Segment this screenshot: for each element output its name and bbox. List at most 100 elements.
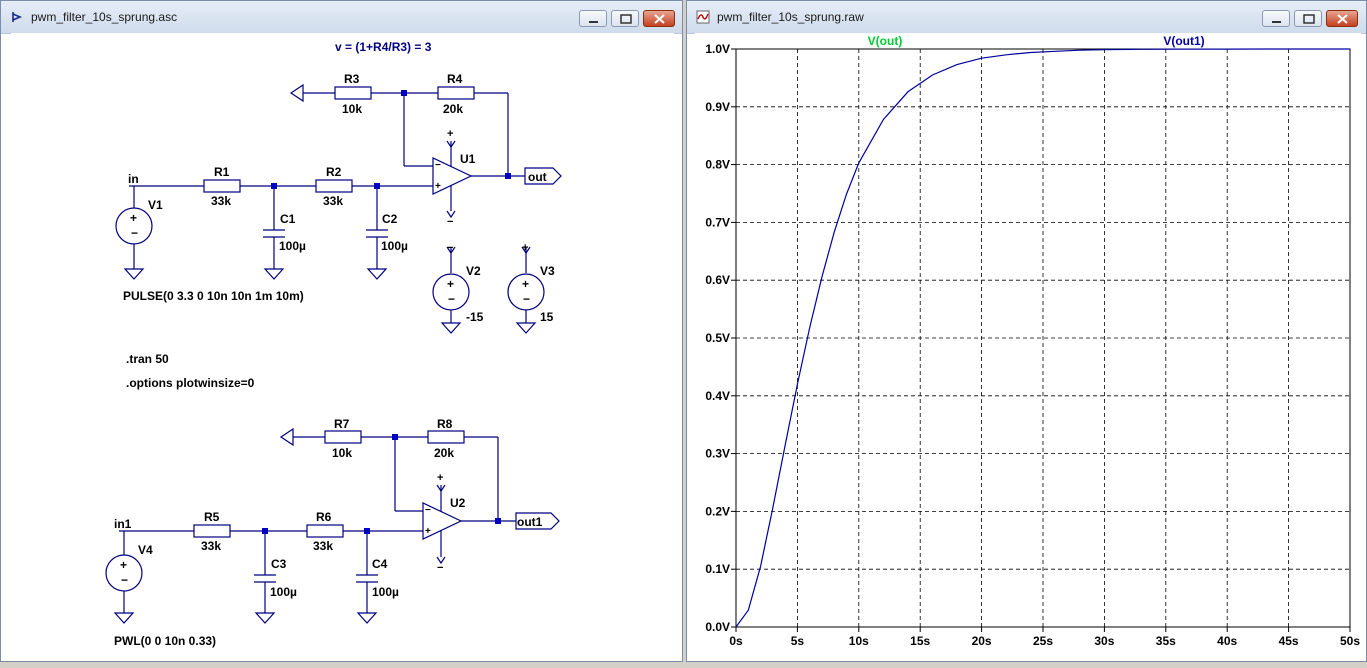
close-button[interactable]: [643, 10, 675, 27]
restore-icon: [1303, 14, 1315, 24]
trace-v-out1-[interactable]: [735, 48, 1350, 628]
svg-text:+: +: [437, 472, 443, 484]
legend-v-out-[interactable]: V(out): [868, 34, 903, 48]
minimize-button[interactable]: [1262, 10, 1290, 27]
svg-text:−: −: [131, 226, 138, 240]
restore-icon: [620, 14, 632, 24]
out-label[interactable]: out: [528, 170, 547, 184]
x-tick-label: 35s: [1156, 634, 1176, 648]
waveform-title: pwm_filter_10s_sprung.raw: [717, 10, 864, 24]
c2-label: C2: [382, 212, 398, 226]
r7-label: R7: [334, 417, 350, 431]
restore-button[interactable]: [611, 10, 639, 27]
u1-label: U1: [460, 152, 476, 166]
r4-label: R4: [447, 72, 463, 86]
in-label: in: [128, 172, 139, 186]
schematic-drawing[interactable]: +− +− +− +− −+ −+ +− +− −+ v = (1+R4/R3)…: [11, 33, 676, 663]
y-tick-label: 0.5V: [705, 331, 730, 345]
plot-legend[interactable]: V(out) V(out1): [868, 34, 1205, 48]
close-button[interactable]: [1326, 10, 1358, 27]
r7-value: 10k: [332, 446, 352, 460]
restore-button[interactable]: [1294, 10, 1322, 27]
svg-text:+: +: [120, 558, 127, 572]
plot-grid: [735, 48, 1351, 628]
minimize-icon: [1272, 21, 1281, 23]
y-tick-label: 0.7V: [705, 215, 730, 229]
svg-text:−: −: [447, 216, 453, 228]
y-tick-label: 0.4V: [705, 389, 730, 403]
x-tick-label: 25s: [1033, 634, 1053, 648]
ltspice-schematic-icon: [12, 12, 23, 22]
y-tick-label: 0.8V: [705, 158, 730, 172]
r6-value: 33k: [313, 539, 333, 553]
c4-value: 100µ: [372, 585, 399, 599]
c2-value: 100µ: [381, 239, 408, 253]
y-tick-label: 0.6V: [705, 273, 730, 287]
svg-text:−: −: [435, 160, 441, 171]
close-icon: [1337, 14, 1348, 24]
options-directive[interactable]: .options plotwinsize=0: [126, 376, 255, 390]
x-tick-label: 45s: [1279, 634, 1299, 648]
r3-value: 10k: [342, 102, 362, 116]
svg-text:+: +: [130, 211, 137, 225]
c3-label: C3: [271, 557, 287, 571]
r5-label: R5: [204, 510, 220, 524]
svg-text:−: −: [121, 573, 128, 587]
svg-text:+: +: [447, 277, 454, 291]
in1-label: in1: [114, 517, 132, 531]
x-tick-label: 30s: [1094, 634, 1114, 648]
minimize-icon: [589, 21, 598, 23]
v3-label: V3: [540, 264, 555, 278]
y-axis-ticks: 0.0V0.1V0.2V0.3V0.4V0.5V0.6V0.7V0.8V0.9V…: [705, 42, 736, 634]
plot-traces[interactable]: [735, 48, 1350, 628]
c1-value: 100µ: [279, 239, 306, 253]
v2-value: -15: [466, 310, 484, 324]
x-tick-label: 0s: [729, 634, 743, 648]
legend-v-out1-[interactable]: V(out1): [1163, 34, 1204, 48]
r2-label: R2: [326, 165, 342, 179]
c3-value: 100µ: [270, 585, 297, 599]
minimize-button[interactable]: [579, 10, 607, 27]
x-axis-ticks: 0s 5s 10s 15s 20s 25s 30s 35s 40s 45s 50s: [729, 627, 1360, 648]
svg-text:+: +: [435, 181, 441, 192]
svg-text:+: +: [447, 128, 453, 140]
x-tick-label: 5s: [791, 634, 805, 648]
x-tick-label: 40s: [1217, 634, 1237, 648]
y-tick-label: 0.1V: [705, 562, 730, 576]
v1-value: PULSE(0 3.3 0 10n 10n 1m 10m): [123, 289, 304, 303]
x-tick-label: 20s: [972, 634, 992, 648]
tran-directive[interactable]: .tran 50: [126, 352, 169, 366]
svg-text:−: −: [437, 562, 443, 574]
waveform-icon: [696, 10, 710, 24]
gain-note: v = (1+R4/R3) = 3: [335, 40, 432, 54]
schematic-canvas[interactable]: +− +− +− +− −+ −+ +− +− −+ v = (1+R4/R3)…: [11, 33, 674, 661]
out1-label[interactable]: out1: [517, 515, 543, 529]
y-tick-label: 0.9V: [705, 100, 730, 114]
waveform-plot[interactable]: 0.0V0.1V0.2V0.3V0.4V0.5V0.6V0.7V0.8V0.9V…: [695, 33, 1361, 662]
c4-label: C4: [372, 557, 388, 571]
svg-text:+: +: [522, 277, 529, 291]
r1-label: R1: [214, 165, 230, 179]
x-tick-label: 15s: [910, 634, 930, 648]
r2-value: 33k: [323, 194, 343, 208]
c1-label: C1: [280, 212, 296, 226]
y-tick-label: 0.0V: [705, 620, 730, 634]
svg-text:−: −: [448, 292, 455, 306]
u2-label: U2: [450, 496, 466, 510]
v4-value: PWL(0 0 10n 0.33): [114, 634, 216, 648]
schematic-title: pwm_filter_10s_sprung.asc: [31, 10, 178, 24]
schematic-titlebar[interactable]: pwm_filter_10s_sprung.asc: [1, 1, 682, 34]
schematic-window[interactable]: pwm_filter_10s_sprung.asc: [0, 0, 683, 662]
v2-label: V2: [466, 264, 481, 278]
y-tick-label: 0.3V: [705, 447, 730, 461]
svg-text:−: −: [523, 292, 530, 306]
x-tick-label: 50s: [1340, 634, 1360, 648]
r6-label: R6: [316, 510, 332, 524]
svg-text:+: +: [522, 242, 528, 254]
v4-label: V4: [138, 543, 153, 557]
x-tick-label: 10s: [849, 634, 869, 648]
waveform-titlebar[interactable]: pwm_filter_10s_sprung.raw: [687, 1, 1366, 34]
v1-label: V1: [148, 198, 163, 212]
